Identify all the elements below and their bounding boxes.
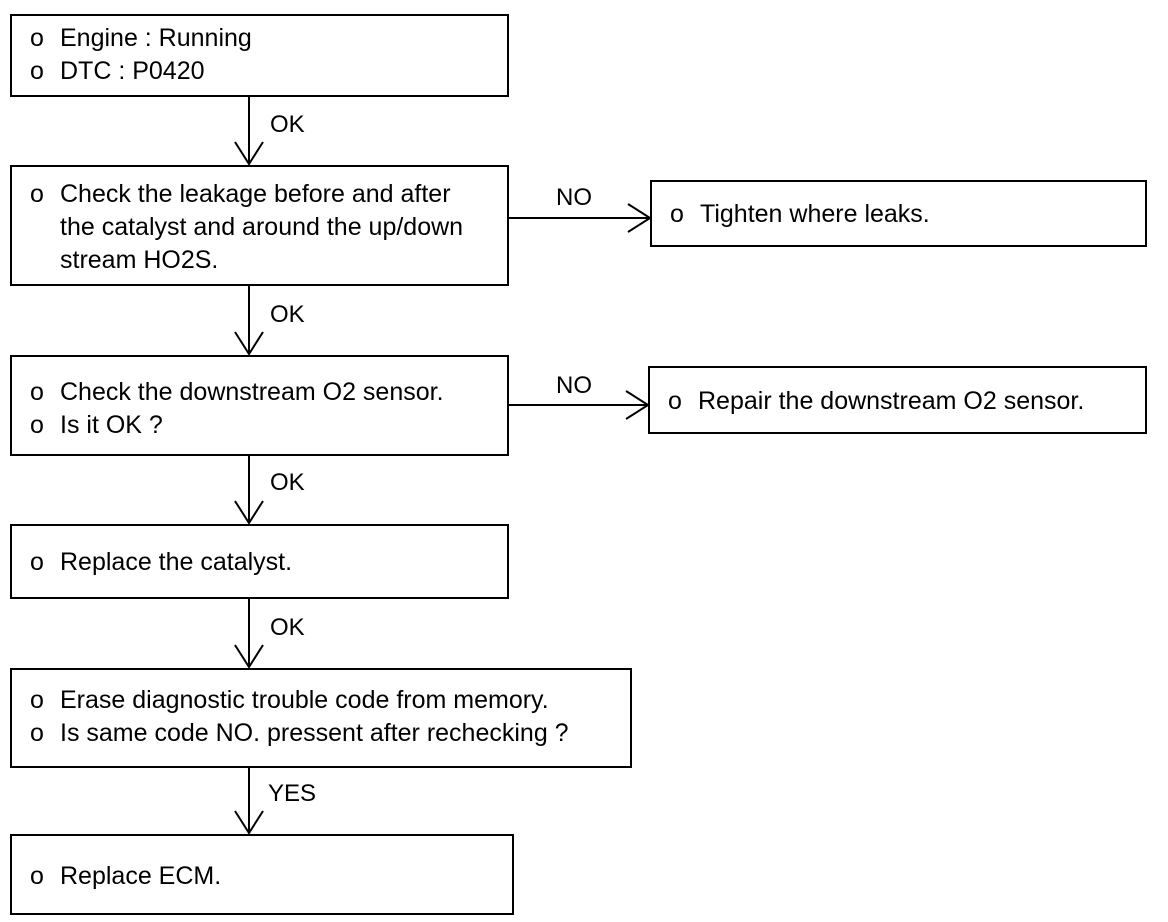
bullet-marker: o [30,24,44,52]
bullet-marker: o [30,180,44,208]
node-replace-ecm: o Replace ECM. [10,834,514,915]
arrow-erase-to-ecm [234,767,264,835]
check-leakage-line-3: stream HO2S. [60,246,219,274]
tighten-line-1: Tighten where leaks. [700,200,930,228]
bullet-marker: o [668,387,682,415]
bullet-marker: o [30,378,44,406]
check-o2-line-1: Check the downstream O2 sensor. [60,378,444,406]
bullet-marker: o [30,686,44,714]
arrow-catalyst-to-erase [234,598,264,669]
replace-catalyst-line-1: Replace the catalyst. [60,548,293,576]
replace-ecm-line-1: Replace ECM. [60,862,222,890]
arrow-leakage-to-o2 [234,285,264,356]
start-line-2: DTC : P0420 [60,57,205,85]
node-erase-dtc: o Erase diagnostic trouble code from memo… [10,668,632,768]
edge-label-catalyst-to-erase: OK [270,614,305,641]
bullet-marker: o [30,719,44,747]
bullet-marker: o [30,411,44,439]
node-check-o2: o Check the downstream O2 sensor. o Is it … [10,355,509,456]
bullet-marker: o [30,57,44,85]
edge-label-o2-to-repair: NO [556,372,592,399]
check-o2-line-2: Is it OK ? [60,411,163,439]
node-replace-catalyst: o Replace the catalyst. [10,524,509,599]
edge-label-o2-to-catalyst: OK [270,469,305,496]
edge-label-leakage-to-o2: OK [270,301,305,328]
bullet-marker: o [30,548,44,576]
bullet-marker: o [30,862,44,890]
start-line-1: Engine : Running [60,24,252,52]
arrow-start-to-leakage [234,96,264,166]
erase-dtc-line-2: Is same code NO. pressent after rechecki… [60,719,569,747]
repair-o2-line-1: Repair the downstream O2 sensor. [698,387,1085,415]
arrow-o2-to-catalyst [234,455,264,525]
edge-label-erase-to-ecm: YES [268,780,317,807]
bullet-marker: o [670,200,684,228]
erase-dtc-line-1: Erase diagnostic trouble code from memor… [60,686,549,714]
node-tighten: o Tighten where leaks. [650,180,1147,247]
node-repair-o2: o Repair the downstream O2 sensor. [648,366,1147,434]
edge-label-leakage-to-tighten: NO [556,184,592,211]
node-check-leakage: o Check the leakage before and after the … [10,165,509,286]
check-leakage-line-2: the catalyst and around the up/down [60,213,464,241]
edge-label-start-to-leakage: OK [270,111,305,138]
check-leakage-line-1: Check the leakage before and after [60,180,451,208]
